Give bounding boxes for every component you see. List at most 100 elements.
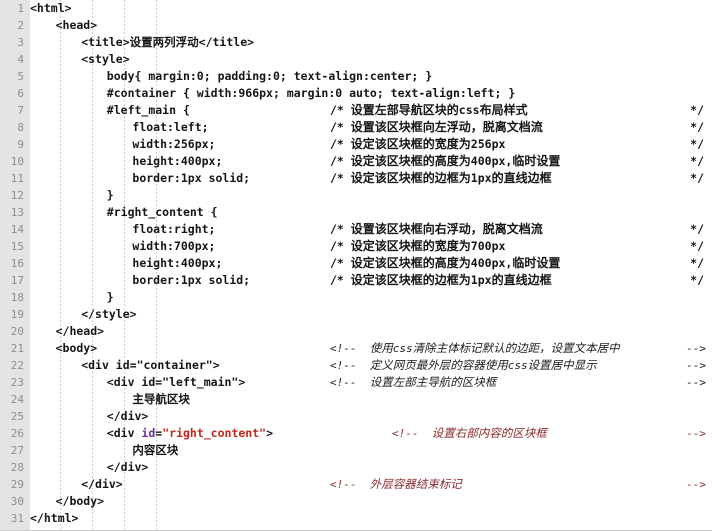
line-number: 27 <box>10 444 24 457</box>
line-number: 9 <box>17 138 24 151</box>
line-number: 31 <box>10 512 24 525</box>
code-text[interactable]: </div> <box>81 477 123 491</box>
line-number: 26 <box>10 427 24 440</box>
code-line[interactable]: 21 <body> <!-- 使用css清除主体标记默认的边距，设置文本居中 --> <box>0 340 712 357</box>
code-text[interactable]: <html> <box>30 1 72 15</box>
line-number: 19 <box>10 308 24 321</box>
html-comment-end: --> <box>686 478 706 491</box>
code-line[interactable]: 23<div id="left_main"><!-- 设置左部主导航的区块框--… <box>0 374 712 391</box>
code-text[interactable]: width:700px; <box>132 239 216 253</box>
code-line[interactable]: 25 </div> <box>0 408 712 425</box>
css-comment-end: */ <box>690 120 704 134</box>
css-comment-end: */ <box>690 137 704 151</box>
css-comment-end: */ <box>690 256 704 270</box>
code-text[interactable]: #container { width:966px; margin:0 auto;… <box>106 86 516 100</box>
indent-guide-4 <box>156 0 157 530</box>
code-text[interactable]: 主导航区块 <box>132 392 190 406</box>
code-line[interactable]: 28</div> <box>0 459 712 476</box>
line-number: 5 <box>17 70 24 83</box>
code-text[interactable]: #left_main { <box>106 103 190 117</box>
line-number: 11 <box>10 172 24 185</box>
code-text[interactable]: <body> <box>55 341 98 355</box>
code-text[interactable]: </style> <box>81 307 137 321</box>
html-comment-end: --> <box>686 359 706 372</box>
html-comment-end: --> <box>686 427 706 440</box>
code-text[interactable]: </div> <box>106 409 149 423</box>
css-comment-end: */ <box>690 103 704 117</box>
code-text[interactable]: </body> <box>55 494 105 508</box>
css-comment-end: */ <box>690 222 704 236</box>
line-number: 2 <box>17 19 24 32</box>
line-number: 15 <box>10 240 24 253</box>
code-text[interactable]: <div id="left_main"> <box>106 375 246 389</box>
code-text[interactable]: <div id="right_content"> <box>106 426 274 440</box>
code-line[interactable]: 31 </html> <box>0 510 712 527</box>
code-line[interactable]: 6#container { width:966px; margin:0 auto… <box>0 85 712 102</box>
code-line[interactable]: 4<style> <box>0 51 712 68</box>
code-line[interactable]: 20</head> <box>0 323 712 340</box>
line-number: 22 <box>10 359 24 372</box>
line-number: 12 <box>10 189 24 202</box>
code-text[interactable]: float:right; <box>132 222 216 236</box>
indent-guide-1 <box>60 0 61 530</box>
code-text[interactable]: } <box>106 290 114 304</box>
code-line[interactable]: 22<div id="container"><!-- 定义网页最外层的容器使用c… <box>0 357 712 374</box>
css-comment-end: */ <box>690 273 704 287</box>
code-text[interactable]: </div> <box>106 460 149 474</box>
code-text[interactable]: height:400px; <box>132 256 223 270</box>
line-number: 10 <box>10 155 24 168</box>
code-line[interactable]: 1 <html> <box>0 0 712 17</box>
code-text[interactable]: <style> <box>81 52 130 66</box>
code-text[interactable]: 内容区块 <box>132 443 179 457</box>
css-comment: /* 设置左部导航区块的css布局样式 <box>330 103 528 117</box>
code-text[interactable]: <title>设置两列浮动</title> <box>81 35 255 49</box>
line-number: 24 <box>10 393 24 406</box>
line-number: 25 <box>10 410 24 423</box>
code-line[interactable]: 24 主导航区块 <box>0 391 712 408</box>
code-text[interactable]: } <box>106 188 114 202</box>
html-comment-end: --> <box>686 376 706 389</box>
line-number: 21 <box>10 342 24 355</box>
code-line[interactable]: 2 <head> <box>0 17 712 34</box>
css-comment: /* 设定该区块框的宽度为700px <box>330 239 506 253</box>
code-line[interactable]: 30</body> <box>0 493 712 510</box>
code-line[interactable]: 18} <box>0 289 712 306</box>
code-text[interactable]: float:left; <box>132 120 209 134</box>
code-text[interactable]: <div id="container"> <box>81 358 220 372</box>
line-number: 17 <box>10 274 24 287</box>
css-comment: /* 设置该区块框向左浮动，脱离文档流 <box>330 120 543 134</box>
code-line[interactable]: 26<div id="right_content"><!-- 设置右部内容的区块… <box>0 425 712 442</box>
code-line[interactable]: 7#left_main {/* 设置左部导航区块的css布局样式*/ <box>0 102 712 119</box>
code-text[interactable]: #right_content { <box>106 205 218 219</box>
code-text[interactable]: border:1px solid; <box>132 171 251 185</box>
line-number: 1 <box>17 2 24 15</box>
code-line[interactable]: 27 内容区块 <box>0 442 712 459</box>
code-text[interactable]: width:256px; <box>132 137 216 151</box>
line-number-gutter <box>0 0 30 530</box>
css-comment-end: */ <box>690 171 704 185</box>
code-text[interactable]: </head> <box>55 324 105 338</box>
code-text[interactable]: body{ margin:0; padding:0; text-align:ce… <box>106 69 433 83</box>
code-line[interactable]: 5 body{ margin:0; padding:0; text-align:c… <box>0 68 712 85</box>
code-line[interactable]: 29</div><!-- 外层容器结束标记--> <box>0 476 712 493</box>
code-text[interactable]: height:400px; <box>132 154 223 168</box>
html-comment-end: --> <box>686 342 706 355</box>
code-text[interactable]: border:1px solid; <box>132 273 251 287</box>
code-line[interactable]: 3<title>设置两列浮动</title> <box>0 34 712 51</box>
code-text[interactable]: </html> <box>30 511 79 525</box>
code-line[interactable]: 12} <box>0 187 712 204</box>
code-text[interactable]: <head> <box>55 18 98 32</box>
css-comment: /* 设置该区块框向右浮动，脱离文档流 <box>330 222 543 236</box>
line-number: 16 <box>10 257 24 270</box>
html-comment: <!-- 使用css清除主体标记默认的边距，设置文本居中 <box>330 341 620 355</box>
code-line[interactable]: 13#right_content { <box>0 204 712 221</box>
code-line[interactable]: 19 </style> <box>0 306 712 323</box>
